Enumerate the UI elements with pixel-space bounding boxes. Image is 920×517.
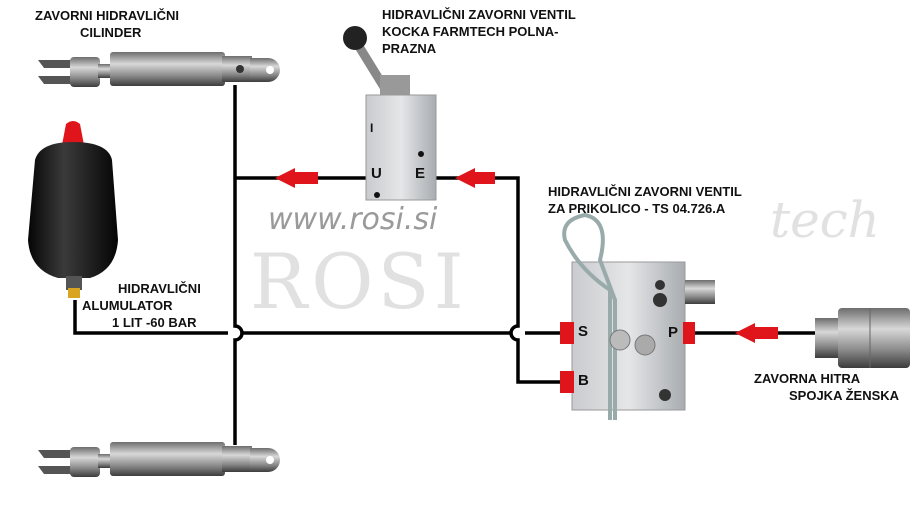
label-line: 1 LIT -60 BAR xyxy=(112,315,197,330)
cylinder-label: ZAVORNI HIDRAVLIČNI CILINDER xyxy=(35,7,179,41)
accumulator-label: HIDRAVLIČNI ALUMULATOR 1 LIT -60 BAR xyxy=(82,280,201,331)
label-line: HIDRAVLIČNI ZAVORNI VENTIL xyxy=(548,184,742,199)
bottom-brake-cylinder xyxy=(38,442,280,477)
label-line: CILINDER xyxy=(80,25,142,40)
arrow-icon xyxy=(455,168,495,188)
label-line: PRAZNA xyxy=(382,41,437,56)
label-line: HIDRAVLIČNI ZAVORNI VENTIL xyxy=(382,7,576,22)
trailer-brake-valve xyxy=(560,212,715,420)
label-line: ALUMULATOR xyxy=(82,298,173,313)
block-valve-farmtech xyxy=(343,26,437,201)
flow-arrows xyxy=(275,168,778,343)
coupler-label: ZAVORNA HITRA SPOJKA ŽENSKA xyxy=(754,370,899,404)
trailer-valve-label: HIDRAVLIČNI ZAVORNI VENTIL ZA PRIKOLICO … xyxy=(548,183,742,217)
port-b: B xyxy=(578,372,589,389)
watermark-brand-suffix: tech xyxy=(770,191,880,249)
arrow-icon xyxy=(275,168,318,188)
watermark-brand: ROSI xyxy=(250,237,468,326)
port-p: P xyxy=(668,324,679,341)
hydraulic-lines xyxy=(73,85,815,445)
hydraulic-accumulator xyxy=(28,121,118,298)
port-i: I xyxy=(370,121,374,135)
watermark-url: www.rosi.si xyxy=(268,202,438,237)
label-line: ZAVORNI HIDRAVLIČNI xyxy=(35,8,179,23)
port-u: U xyxy=(371,165,382,182)
label-line: KOCKA FARMTECH POLNA- xyxy=(382,24,559,39)
port-s: S xyxy=(578,323,589,340)
block-valve-label: HIDRAVLIČNI ZAVORNI VENTIL KOCKA FARMTEC… xyxy=(382,6,576,57)
port-e: E xyxy=(415,165,426,182)
quick-coupler-female xyxy=(815,308,910,368)
top-brake-cylinder xyxy=(38,52,280,87)
label-line: ZAVORNA HITRA xyxy=(754,371,861,386)
label-line: HIDRAVLIČNI xyxy=(118,281,201,296)
label-line: SPOJKA ŽENSKA xyxy=(789,388,900,403)
arrow-icon xyxy=(735,323,778,343)
label-line: ZA PRIKOLICO - TS 04.726.A xyxy=(548,201,726,216)
